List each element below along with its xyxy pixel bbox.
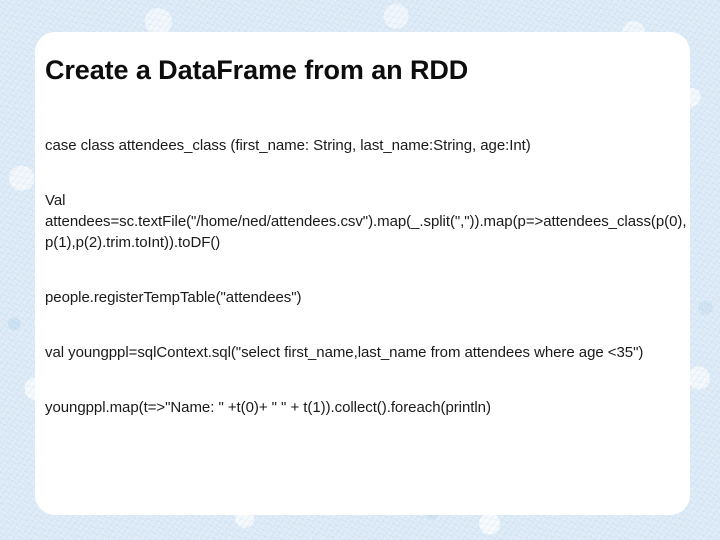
- code-body: case class attendees_class (first_name: …: [45, 135, 690, 418]
- code-block-register-temp-table: people.registerTempTable("attendees"): [45, 289, 302, 306]
- content-card: Create a DataFrame from an RDD case clas…: [35, 32, 690, 515]
- code-block-sql-query: val youngppl=sqlContext.sql("select firs…: [45, 344, 644, 361]
- code-block-print-results: youngppl.map(t=>"Name: " +t(0)+ " " + t(…: [45, 399, 491, 416]
- code-block-load-rdd: Val attendees=sc.textFile("/home/ned/att…: [45, 192, 687, 251]
- code-block-case-class: case class attendees_class (first_name: …: [45, 137, 531, 154]
- slide-title: Create a DataFrame from an RDD: [45, 55, 469, 85]
